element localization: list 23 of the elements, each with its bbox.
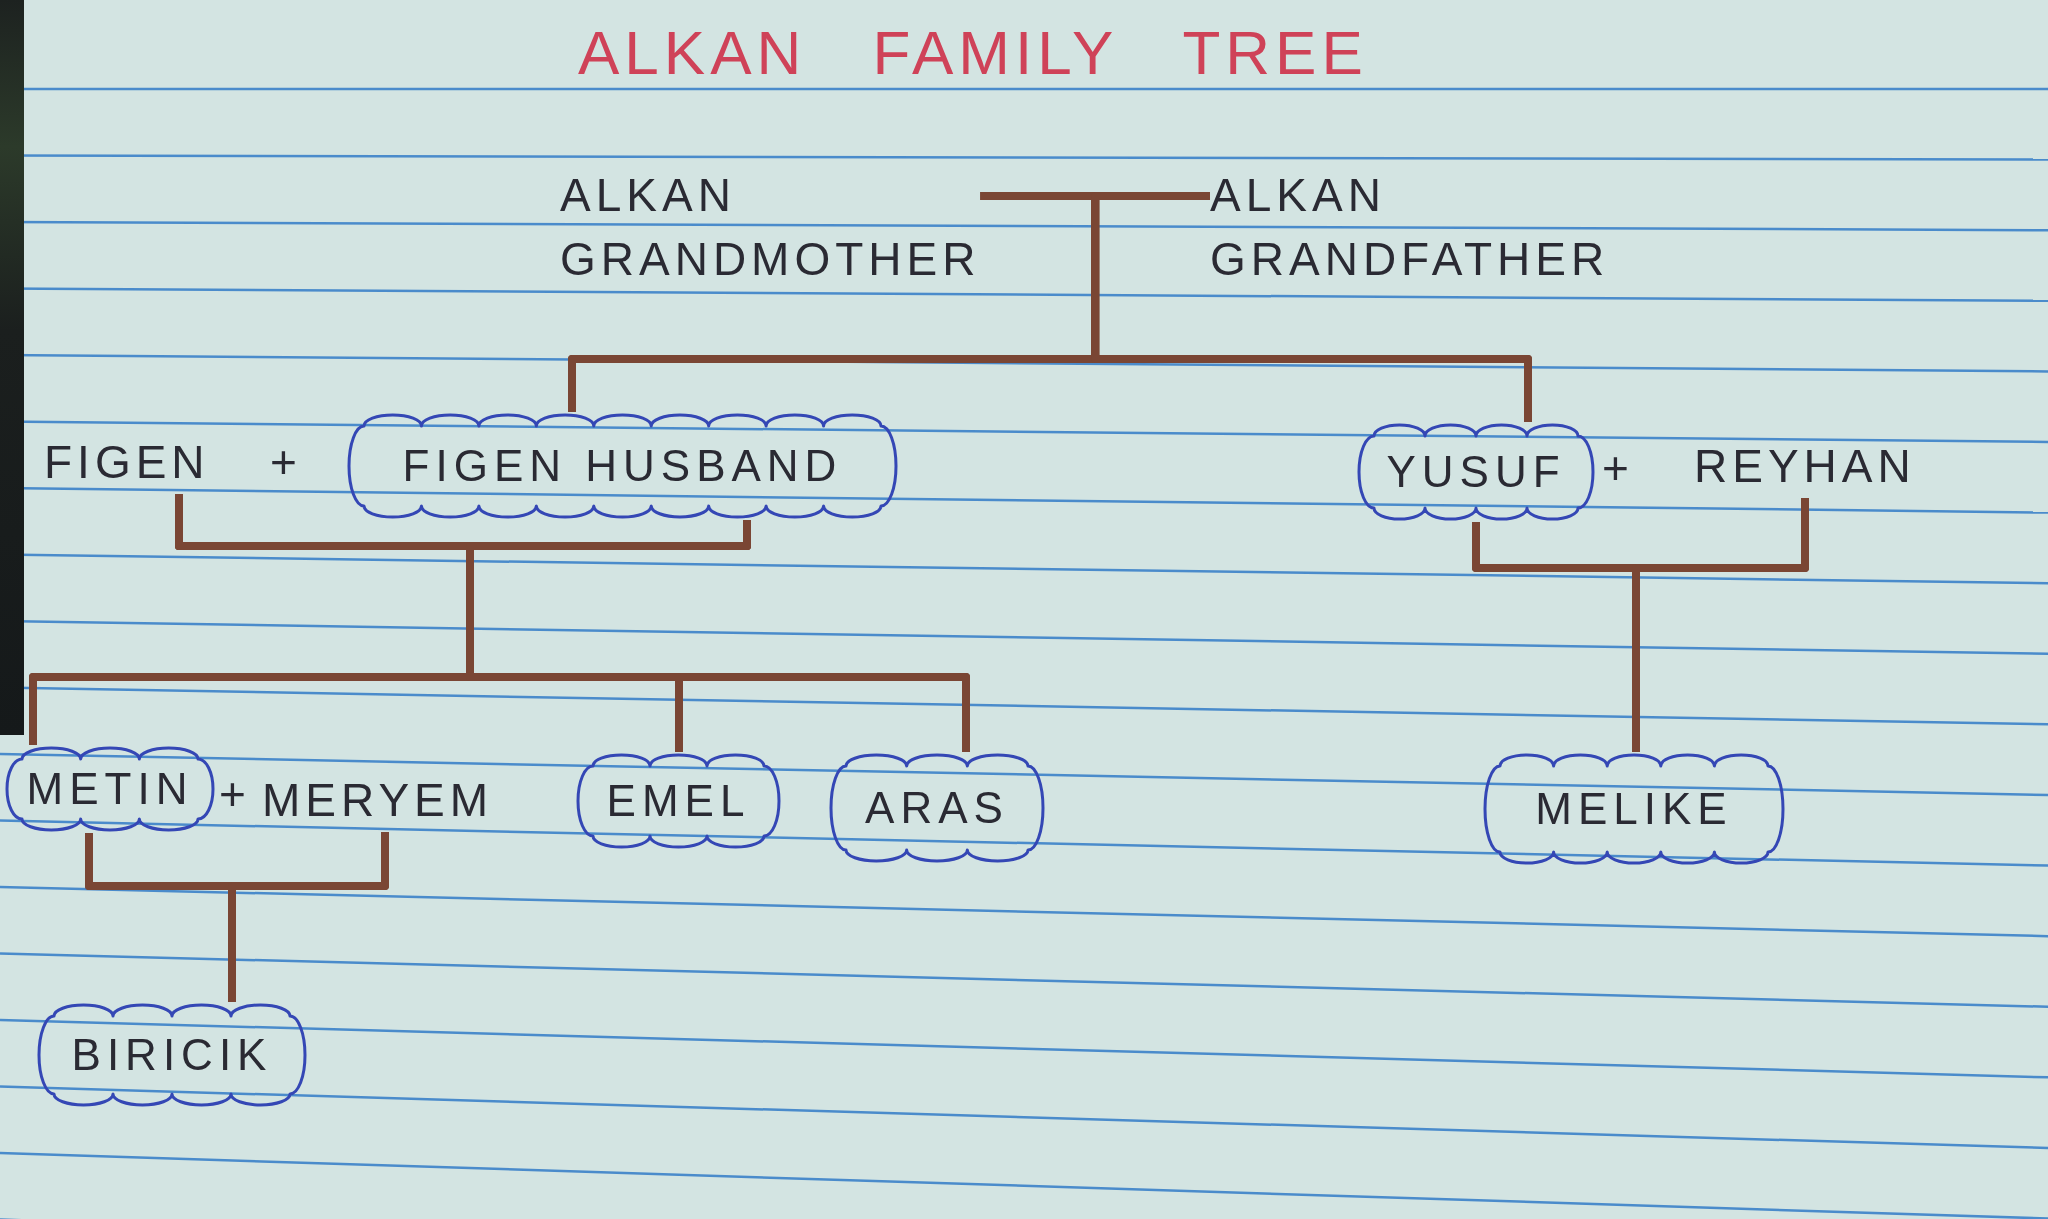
name-cloud	[575, 752, 782, 850]
person-name: FIGEN HUSBAND	[402, 440, 843, 492]
person-name: METIN	[26, 763, 194, 815]
diagram-title: ALKAN FAMILY TREE	[578, 17, 1368, 89]
name-cloud	[4, 745, 216, 833]
plus-sign: +	[219, 767, 246, 822]
person-name: EMEL	[606, 775, 751, 827]
plus-sign: +	[1602, 441, 1629, 496]
person-name: ALKAN GRANDMOTHER	[560, 163, 981, 291]
person-name: BIRICIK	[71, 1029, 273, 1081]
person-name: ALKAN GRANDFATHER	[1210, 163, 1610, 291]
plus-sign: +	[270, 435, 297, 490]
name-cloud	[346, 412, 899, 520]
name-cloud	[828, 752, 1046, 864]
person-name: ARAS	[865, 782, 1009, 834]
person-name: MELIKE	[1535, 783, 1733, 835]
name-cloud	[1482, 752, 1786, 866]
name-cloud	[1356, 422, 1596, 522]
person-name: FIGEN	[44, 430, 210, 494]
person-name: REYHAN	[1694, 434, 1916, 498]
person-name: MERYEM	[262, 768, 494, 832]
name-cloud	[36, 1002, 308, 1108]
person-name: YUSUF	[1386, 446, 1566, 498]
